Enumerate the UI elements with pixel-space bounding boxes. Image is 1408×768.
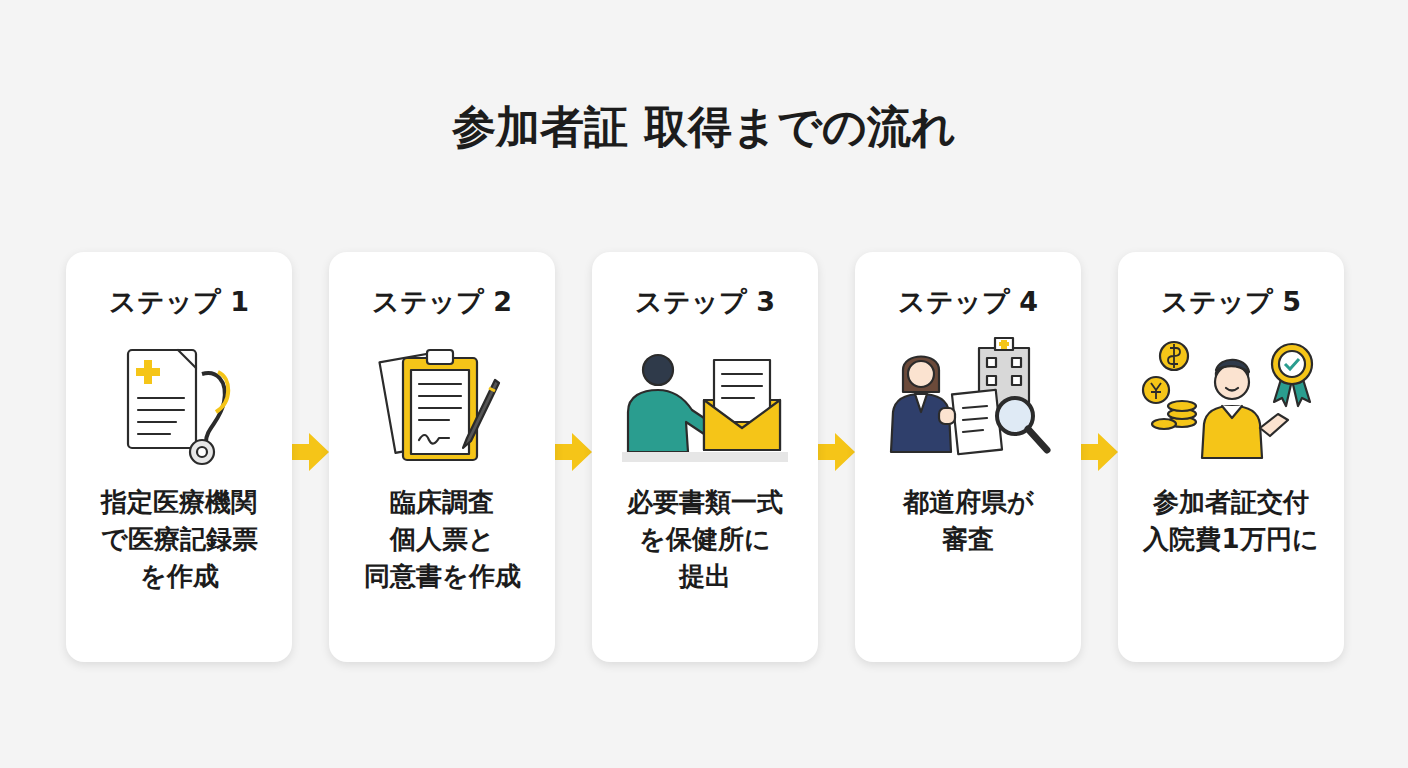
step-description: 参加者証交付 入院費1万円に (1139, 484, 1323, 558)
flow-arrow (1081, 433, 1118, 471)
step-heading: ステップ 4 (855, 286, 1081, 318)
step-card: ステップ 2 臨床調査 個人票と 同意書を作成 (329, 252, 555, 662)
step-card: ステップ 1 指定医療機関 で医療記録票 を作成 (66, 252, 292, 662)
step-card: ステップ 5 参加者証交付 入院費1万円に (1118, 252, 1344, 662)
step-heading: ステップ 2 (329, 286, 555, 318)
step-description: 指定医療機関 で医療記録票 を作成 (87, 484, 271, 595)
step-description: 都道府県が 審査 (876, 484, 1060, 558)
step-description: 臨床調査 個人票と 同意書を作成 (350, 484, 534, 595)
step-card: ステップ 4 都道府県が 審査 (855, 252, 1081, 662)
step-heading: ステップ 1 (66, 286, 292, 318)
flow-arrow (292, 433, 329, 471)
step-card: ステップ 3 必要書類一式 を保健所に 提出 (592, 252, 818, 662)
step-description: 必要書類一式 を保健所に 提出 (613, 484, 797, 595)
step-heading: ステップ 3 (592, 286, 818, 318)
flow-arrow (818, 433, 855, 471)
diagram-title: 参加者証 取得までの流れ (0, 98, 1408, 157)
flow-arrow (555, 433, 592, 471)
step-heading: ステップ 5 (1118, 286, 1344, 318)
